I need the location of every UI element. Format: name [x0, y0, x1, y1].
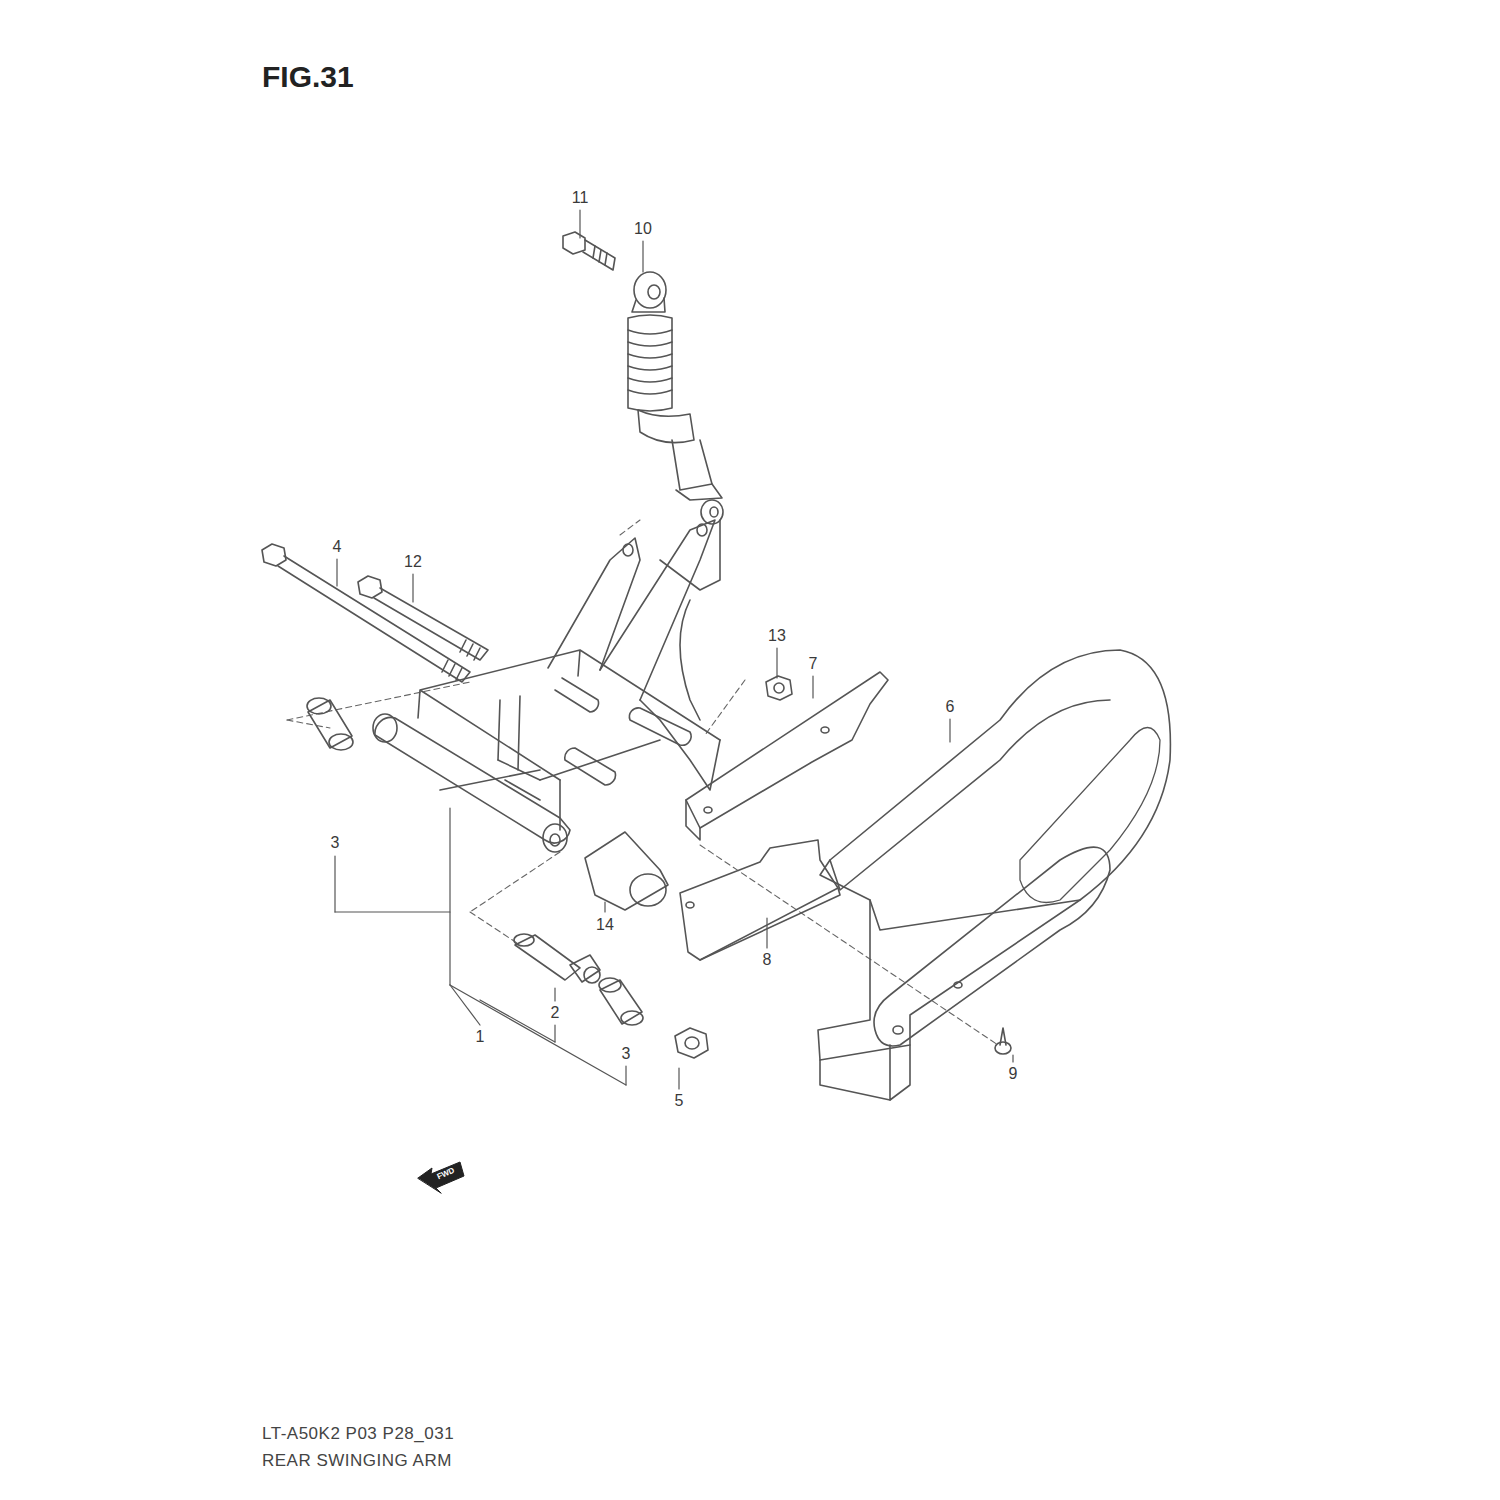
callout-number: 8: [761, 951, 774, 969]
callout-number: 3: [329, 834, 342, 852]
figure-caption: REAR SWINGING ARM: [262, 1452, 452, 1469]
callout-number: 12: [402, 553, 424, 571]
callout-number: 6: [944, 698, 957, 716]
callout-number: 14: [594, 916, 616, 934]
callout-number: 11: [570, 189, 591, 207]
callout-number: 10: [632, 220, 654, 238]
callout-number: 2: [549, 1004, 562, 1022]
callout-number: 5: [673, 1092, 686, 1110]
callout-number: 13: [766, 627, 788, 645]
callout-number: 3: [620, 1045, 633, 1063]
callout-number: 1: [474, 1028, 487, 1046]
callout-number: 9: [1007, 1065, 1020, 1083]
callout-number: 7: [807, 655, 820, 673]
figure-title: FIG.31: [262, 62, 354, 92]
callout-number: 4: [331, 538, 344, 556]
drawing-code: LT-A50K2 P03 P28_031: [262, 1425, 454, 1442]
